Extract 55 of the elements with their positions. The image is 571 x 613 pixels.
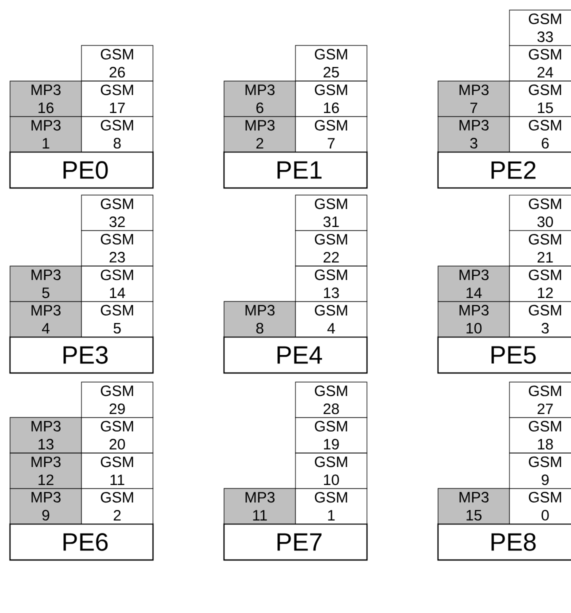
mp3-cell: MP3 13 — [10, 417, 82, 454]
gsm-cell: GSM 0 — [509, 488, 571, 524]
mp3-cell: MP3 14 — [438, 266, 510, 302]
gsm-cell: GSM 26 — [81, 45, 154, 82]
gsm-cell: GSM 9 — [509, 452, 571, 489]
gsm-cell: GSM 4 — [295, 301, 368, 338]
gsm-cell: GSM 3 — [509, 301, 571, 338]
node-label: GSM 6 — [528, 120, 562, 149]
gsm-cell: GSM 1 — [295, 488, 368, 524]
gsm-cell: GSM 32 — [81, 194, 154, 231]
gsm-cell: GSM 31 — [295, 194, 368, 231]
gsm-cell: GSM 16 — [295, 80, 368, 117]
gsm-cell: GSM 17 — [81, 80, 154, 117]
mp3-cell: MP3 7 — [438, 80, 510, 117]
mp3-cell: MP3 4 — [10, 301, 82, 338]
mp3-cell: MP3 11 — [224, 488, 296, 524]
mp3-cell: MP3 9 — [10, 488, 82, 524]
mp3-cell: MP3 5 — [10, 266, 82, 302]
mp3-cell: MP3 10 — [438, 301, 510, 338]
gsm-cell: GSM 2 — [81, 488, 154, 524]
gsm-cell: GSM 28 — [295, 382, 368, 418]
gsm-cell: GSM 21 — [509, 230, 571, 266]
gsm-cell: GSM 33 — [509, 10, 571, 46]
gsm-cell: GSM 8 — [81, 116, 154, 152]
gsm-cell: GSM 25 — [295, 45, 368, 82]
pe-box: PE5 — [437, 336, 571, 374]
mp3-cell: MP3 6 — [224, 80, 296, 117]
gsm-cell: GSM 22 — [295, 230, 368, 266]
gsm-cell: GSM 29 — [81, 382, 154, 418]
mp3-cell: MP3 15 — [438, 488, 510, 524]
gsm-cell: GSM 20 — [81, 417, 154, 454]
mp3-cell: MP3 16 — [10, 80, 82, 117]
gsm-cell: GSM 30 — [509, 194, 571, 231]
gsm-cell: GSM 14 — [81, 266, 154, 302]
pe-box: PE2 — [437, 151, 571, 189]
pe-box: PE8 — [437, 523, 571, 561]
gsm-cell: GSM 13 — [295, 266, 368, 302]
node-label: GSM 0 — [528, 492, 562, 521]
gsm-cell: GSM 10 — [295, 452, 368, 489]
gsm-cell: GSM 7 — [295, 116, 368, 152]
gsm-cell: GSM 24 — [509, 45, 571, 82]
gsm-cell: GSM 11 — [81, 452, 154, 489]
mp3-cell: MP3 1 — [10, 116, 82, 152]
mp3-cell: MP3 3 — [438, 116, 510, 152]
gsm-cell: GSM 6 — [509, 116, 571, 152]
gsm-cell: GSM 23 — [81, 230, 154, 266]
mp3-cell: MP3 12 — [10, 452, 82, 489]
gsm-cell: GSM 18 — [509, 417, 571, 454]
gsm-cell: GSM 19 — [295, 417, 368, 454]
mp3-cell: MP3 2 — [224, 116, 296, 152]
mp3-cell: MP3 8 — [224, 301, 296, 338]
gsm-cell: GSM 27 — [509, 382, 571, 418]
gsm-cell: GSM 15 — [509, 80, 571, 117]
gsm-cell: GSM 5 — [81, 301, 154, 338]
gsm-cell: GSM 12 — [509, 266, 571, 302]
